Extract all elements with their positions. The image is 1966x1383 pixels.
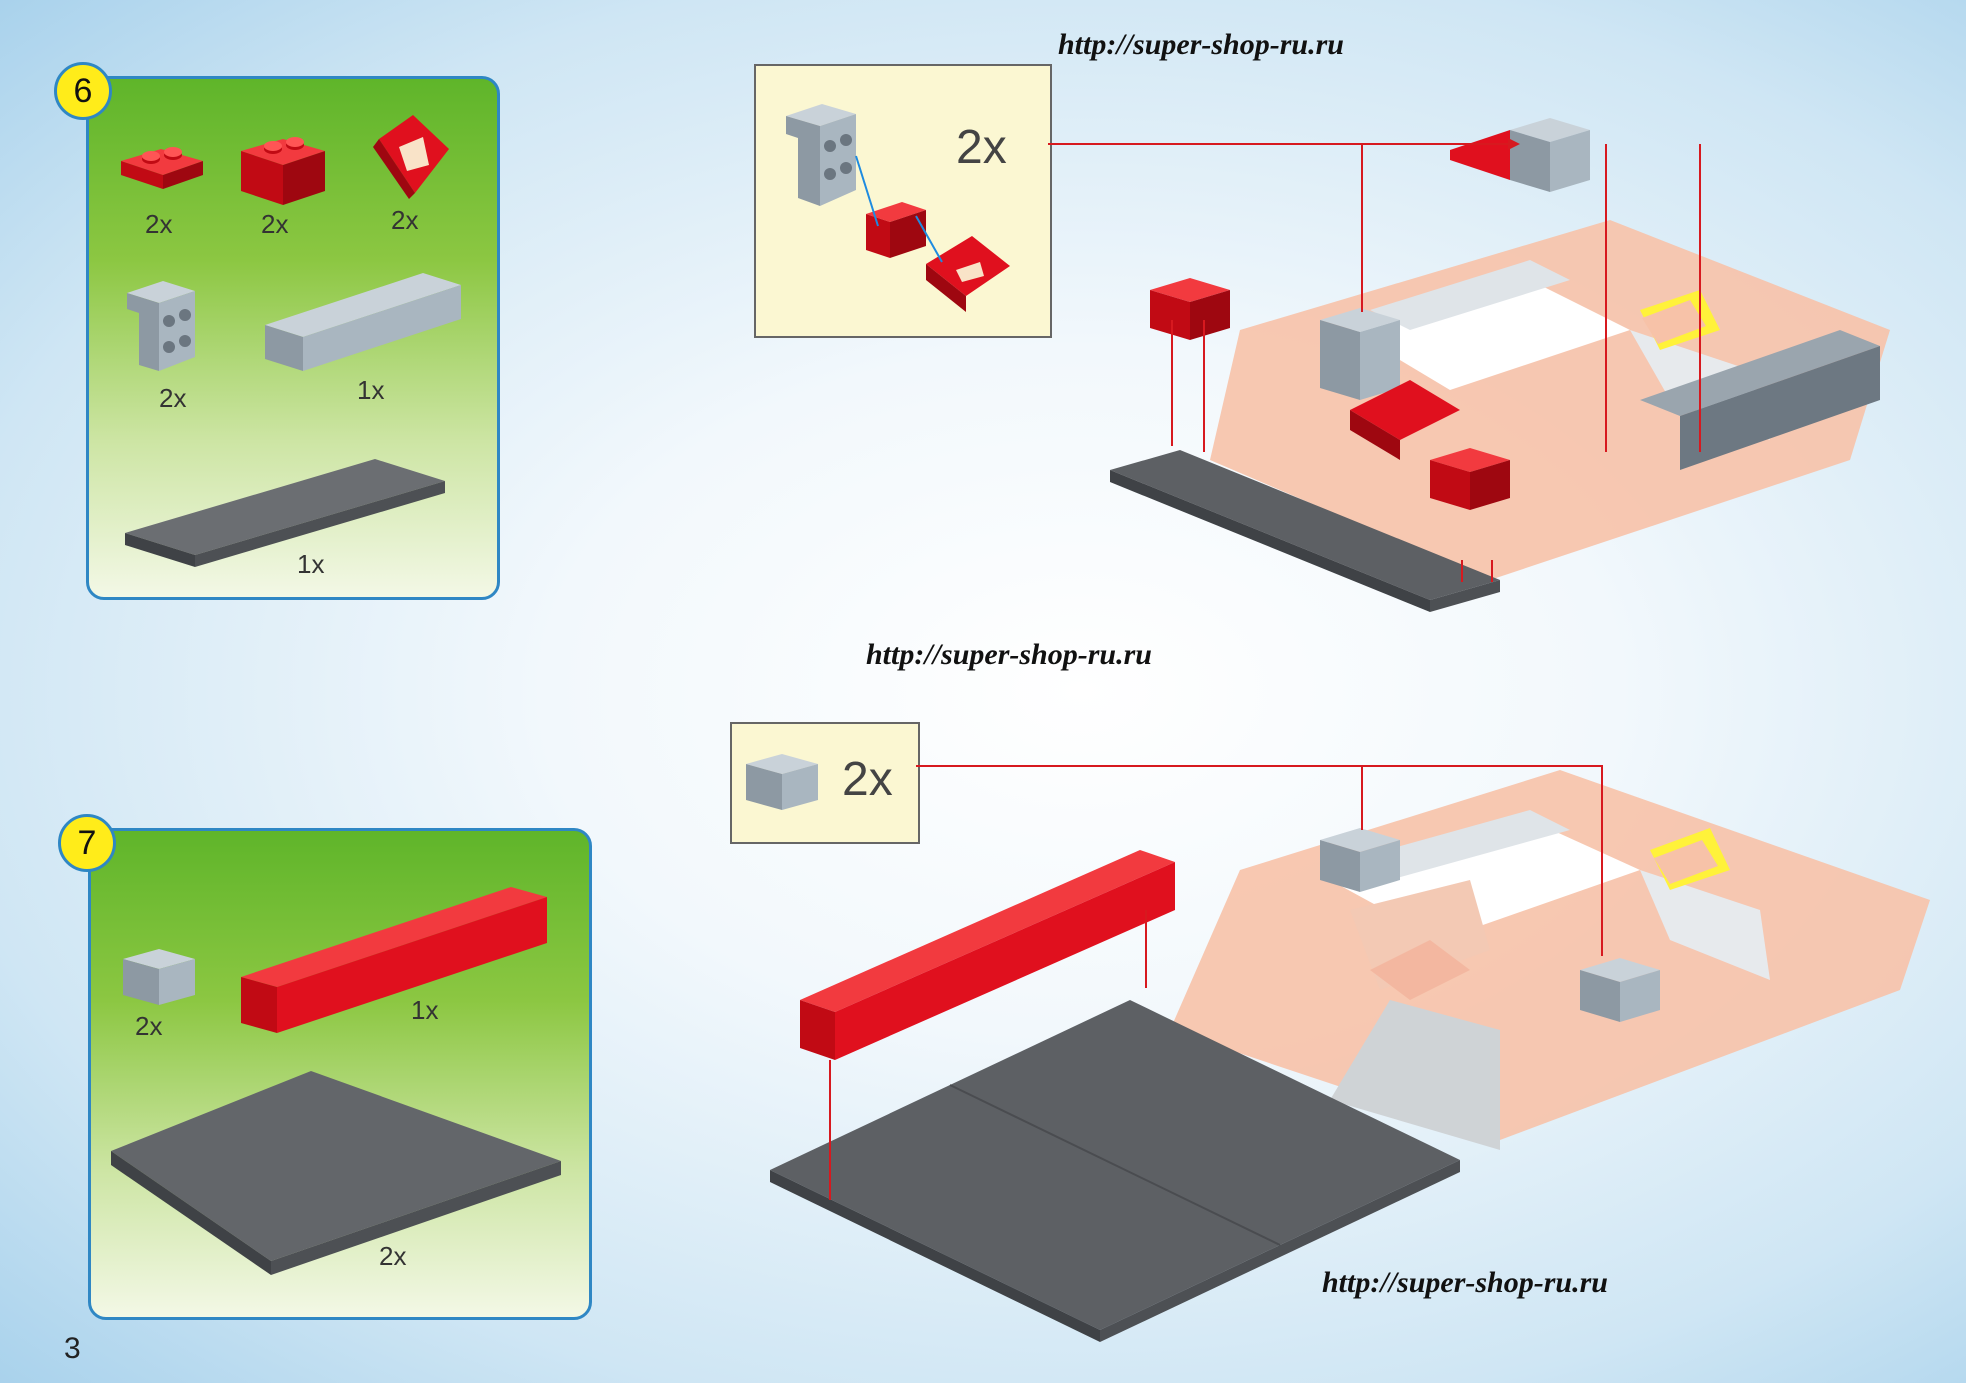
red-slope-window-qty: 2x	[391, 205, 419, 235]
gray-brick-1x2-callout	[746, 754, 818, 810]
dark-gray-plate-2x10-qty: 1x	[297, 549, 325, 579]
step-7-callout: 2x	[730, 722, 920, 844]
gray-brick-1x6-qty: 1x	[357, 375, 385, 405]
red-brick-1x2-qty: 2x	[261, 209, 289, 239]
step-6-badge: 6	[54, 62, 112, 120]
step-7-badge: 7	[58, 814, 116, 872]
red-brick-1x12-part	[241, 887, 547, 1033]
red-slope-window-part	[373, 115, 449, 199]
gray-brick-1x6-part	[265, 273, 461, 371]
step-7-assembly	[770, 770, 1930, 1342]
gray-bracket-part	[127, 281, 195, 371]
watermark-middle: http://super-shop-ru.ru	[866, 638, 1152, 671]
step-6-parts-panel: 2x 2x 2x 2x 1x 1x	[86, 76, 500, 600]
red-plate-1x2-qty: 2x	[145, 209, 173, 239]
red-plate-1x2-part	[121, 147, 203, 189]
red-brick-1x12-qty: 1x	[411, 995, 439, 1025]
step-6-assembly	[1110, 118, 1890, 612]
gray-brick-1x2-part	[123, 949, 195, 1005]
step-6-subassembly-callout: 2x	[754, 64, 1052, 338]
step-7-callout-qty: 2x	[842, 753, 893, 806]
dark-gray-plate-2x10-part	[125, 459, 445, 567]
page-number: 3	[64, 1332, 81, 1365]
dark-gray-plate-8x12-part	[111, 1071, 561, 1275]
subassembly-parts	[786, 104, 1010, 312]
watermark-bottom: http://super-shop-ru.ru	[1322, 1266, 1608, 1299]
red-brick-1x2-part	[241, 137, 325, 205]
step-6-callout-qty: 2x	[956, 121, 1007, 174]
gray-bracket-qty: 2x	[159, 383, 187, 413]
gray-brick-1x2-qty: 2x	[135, 1011, 163, 1041]
watermark-top: http://super-shop-ru.ru	[1058, 28, 1344, 61]
dark-gray-plate-8x12-qty: 2x	[379, 1241, 407, 1271]
step-7-parts-panel: 2x 1x 2x	[88, 828, 592, 1320]
